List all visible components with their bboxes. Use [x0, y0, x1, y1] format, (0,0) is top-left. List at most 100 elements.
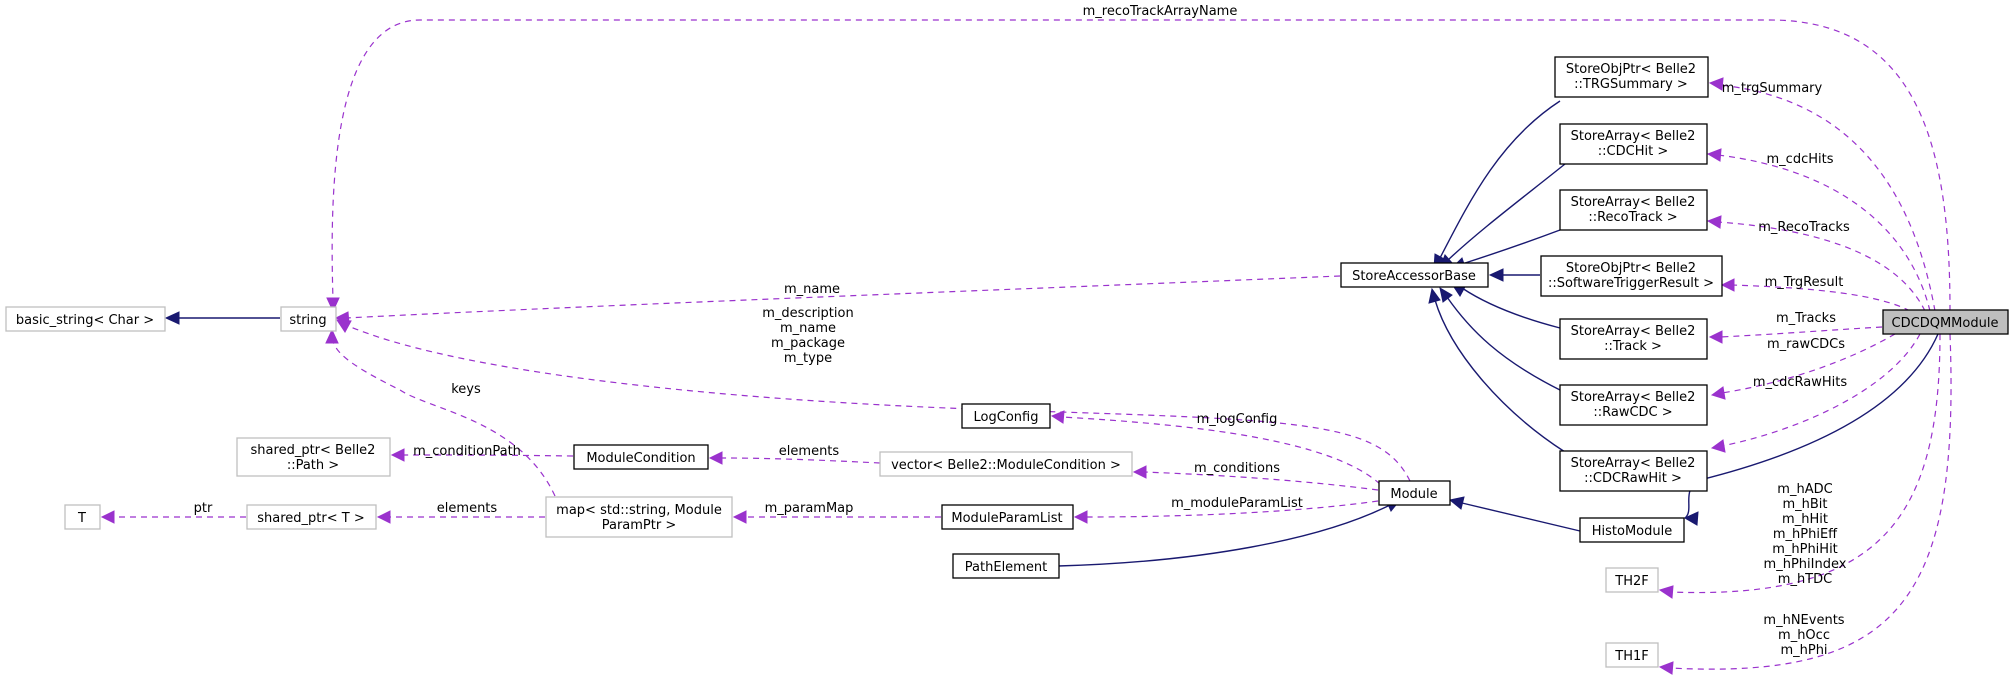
node-track[interactable]: StoreArray< Belle2 ::Track > [1559, 318, 1708, 360]
arrowhead [708, 451, 723, 465]
label-elements-map: elements [437, 501, 498, 516]
edge-inherit-reco-track [1461, 229, 1561, 265]
node-box [573, 444, 709, 470]
node-box [1882, 309, 2009, 335]
node-map-paramptr[interactable]: map< std::string, Module ParamPtr > [545, 496, 733, 538]
label-th2f-members: m_hADC m_hBit m_hHit m_hPhiEff m_hPhiHit… [1764, 482, 1847, 587]
node-software-trigger[interactable]: StoreObjPtr< Belle2 ::SoftwareTriggerRes… [1540, 255, 1723, 297]
node-box [1540, 255, 1723, 297]
node-trg-summary[interactable]: StoreObjPtr< Belle2 ::TRGSummary > [1554, 56, 1709, 98]
node-string[interactable]: string [280, 306, 337, 332]
label-module-strings: m_description m_name m_package m_type [762, 306, 853, 366]
node-box [1559, 384, 1708, 426]
node-reco-track[interactable]: StoreArray< Belle2 ::RecoTrack > [1559, 189, 1708, 231]
node-box [545, 496, 733, 538]
arrowhead [1448, 496, 1465, 510]
label-th1f-members: m_hNEvents m_hOcc m_hPhi [1763, 613, 1844, 658]
node-label-line: StoreArray< Belle2 [1571, 456, 1696, 471]
node-label-line: ::TRGSummary > [1574, 77, 1688, 92]
arrowhead [1073, 510, 1088, 524]
arrowhead [1132, 465, 1147, 479]
node-module-condition[interactable]: ModuleCondition [573, 444, 709, 470]
label-cdc-hits: m_cdcHits [1767, 152, 1834, 167]
arrowhead [1706, 215, 1722, 229]
node-label: ModuleParamList [951, 511, 1062, 526]
node-cdcdqm-module[interactable]: CDCDQMModule [1882, 309, 2009, 335]
node-th2f[interactable]: TH2F [1605, 567, 1659, 593]
label-th2f-member: m_hPhiIndex [1764, 557, 1847, 572]
arrowhead [1720, 278, 1735, 292]
label-th2f-member: m_hADC [1777, 482, 1832, 497]
node-log-config[interactable]: LogConfig [961, 403, 1051, 429]
arrowhead [732, 510, 747, 524]
node-box [5, 306, 166, 332]
node-label-line: StoreArray< Belle2 [1571, 195, 1696, 210]
node-box [1605, 642, 1659, 668]
node-box [1579, 517, 1685, 543]
node-module-param-list[interactable]: ModuleParamList [941, 504, 1074, 530]
node-label: ModuleCondition [586, 451, 695, 466]
arrowhead [1658, 661, 1674, 675]
label-cdc-raw-hits: m_cdcRawHits [1753, 375, 1848, 390]
node-label: shared_ptr< T > [257, 511, 364, 526]
node-vector-modulecondition[interactable]: vector< Belle2::ModuleCondition > [879, 451, 1133, 477]
node-label: vector< Belle2::ModuleCondition > [891, 458, 1121, 473]
node-cdc-raw-hit[interactable]: StoreArray< Belle2 ::CDCRawHit > [1559, 450, 1708, 492]
label-tracks: m_Tracks [1776, 311, 1836, 326]
node-label-line: shared_ptr< Belle2 [251, 443, 376, 458]
arrowhead [1706, 148, 1722, 162]
node-label-line: ::RawCDC > [1593, 405, 1672, 420]
node-shared-ptr-t[interactable]: shared_ptr< T > [246, 504, 377, 530]
node-box [236, 437, 391, 477]
node-raw-cdc[interactable]: StoreArray< Belle2 ::RawCDC > [1559, 384, 1708, 426]
edge-keys [332, 339, 556, 497]
label-module-string-line: m_description [762, 306, 853, 321]
node-shared-ptr-path[interactable]: shared_ptr< Belle2 ::Path > [236, 437, 391, 477]
arrowhead [1708, 77, 1724, 91]
node-th1f[interactable]: TH1F [1605, 642, 1659, 668]
node-label-line: StoreObjPtr< Belle2 [1566, 261, 1696, 276]
node-box [1378, 480, 1451, 506]
arrowhead [1710, 386, 1726, 400]
edge-trg-result [1731, 284, 1911, 312]
node-label: TH2F [1614, 574, 1648, 589]
node-label-line: ::CDCRawHit > [1584, 471, 1682, 486]
edge-th2f [1669, 333, 1941, 594]
arrowhead [1708, 330, 1723, 344]
edge-inherit-track [1461, 287, 1561, 329]
node-label-line: ParamPtr > [602, 518, 677, 533]
label-th2f-member: m_hPhiHit [1772, 542, 1838, 557]
edge-labels: m_recoTrackArrayName m_trgSummary m_cdcH… [194, 4, 1850, 658]
edge-cdc-raw-hits [1721, 333, 1921, 447]
edge-inherit-module [1461, 502, 1581, 532]
label-th2f-member: m_hHit [1782, 512, 1828, 527]
label-reco-track-array-name: m_recoTrackArrayName [1083, 4, 1238, 19]
label-th1f-member: m_hNEvents [1763, 613, 1844, 628]
arrowhead [1488, 268, 1504, 282]
node-store-accessor-base[interactable]: StoreAccessorBase [1340, 262, 1489, 288]
node-t[interactable]: T [64, 504, 101, 530]
node-path-element[interactable]: PathElement [952, 553, 1060, 579]
node-box [1559, 123, 1708, 165]
label-ptr: ptr [194, 501, 213, 516]
node-basic-string[interactable]: basic_string< Char > [5, 306, 166, 332]
node-label-line: StoreArray< Belle2 [1571, 390, 1696, 405]
node-histo-module[interactable]: HistoModule [1579, 517, 1685, 543]
label-condition-path: m_conditionPath [413, 444, 521, 459]
edge-inherit-raw-cdc [1446, 296, 1561, 391]
node-module[interactable]: Module [1378, 480, 1451, 506]
edge-condition-path [401, 454, 574, 457]
arrowhead [326, 297, 340, 313]
node-label: CDCDQMModule [1892, 316, 1999, 331]
node-box [246, 504, 377, 530]
node-box [961, 403, 1051, 429]
node-box [1559, 450, 1708, 492]
label-keys: keys [451, 382, 481, 397]
node-label: TH1F [1614, 649, 1648, 664]
label-th1f-member: m_hPhi [1780, 643, 1827, 658]
label-log-config: m_logConfig [1197, 412, 1278, 427]
node-cdc-hit[interactable]: StoreArray< Belle2 ::CDCHit > [1559, 123, 1708, 165]
node-label: HistoModule [1592, 524, 1672, 539]
node-box [1605, 567, 1659, 593]
